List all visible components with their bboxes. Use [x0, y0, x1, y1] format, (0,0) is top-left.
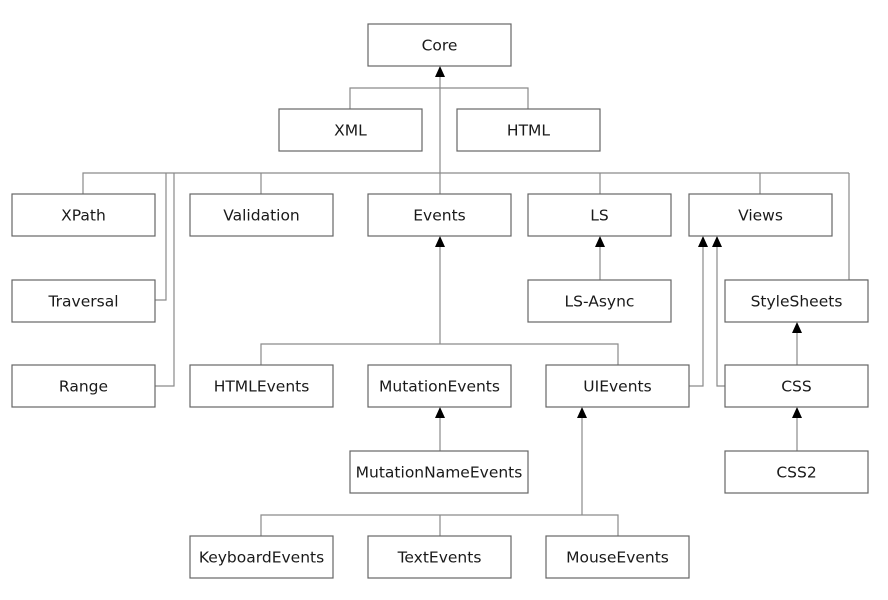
connector-lines: [82, 72, 868, 536]
module-xml: XML: [278, 108, 423, 152]
module-mouseevents: MouseEvents: [545, 535, 690, 579]
module-ls-async: LS-Async: [527, 279, 672, 323]
arrowhead: [792, 322, 802, 333]
arrowheads: [435, 66, 802, 418]
arrowhead: [435, 407, 445, 418]
module-views-label: Views: [738, 207, 783, 225]
module-xpath-label: XPath: [61, 207, 106, 225]
connector-line: [349, 87, 529, 109]
module-mutationevents-label: MutationEvents: [379, 378, 500, 396]
arrowhead: [792, 407, 802, 418]
connector-line: [82, 172, 849, 194]
arrowhead: [595, 236, 605, 247]
module-stylesheets: StyleSheets: [724, 279, 869, 323]
connector-line: [260, 343, 619, 365]
module-traversal-label: Traversal: [47, 293, 118, 311]
module-html: HTML: [456, 108, 601, 152]
connector-line: [848, 173, 868, 281]
module-range: Range: [11, 364, 156, 408]
arrowhead: [577, 407, 587, 418]
module-uievents-label: UIEvents: [583, 378, 651, 396]
module-textevents-label: TextEvents: [397, 549, 482, 567]
module-ls-async-label: LS-Async: [565, 293, 635, 311]
arrowhead: [435, 66, 445, 77]
module-uievents: UIEvents: [545, 364, 690, 408]
module-views: Views: [688, 193, 833, 237]
module-mutationnameevents-label: MutationNameEvents: [356, 464, 523, 482]
module-events-label: Events: [413, 207, 465, 225]
module-html-label: HTML: [507, 122, 550, 140]
module-css2-label: CSS2: [776, 464, 816, 482]
module-range-label: Range: [59, 378, 108, 396]
module-core-label: Core: [422, 37, 458, 55]
module-mouseevents-label: MouseEvents: [566, 549, 669, 567]
module-css2: CSS2: [724, 450, 869, 494]
module-css: CSS: [724, 364, 869, 408]
module-core: Core: [367, 23, 512, 67]
connector-line: [689, 242, 704, 387]
module-xpath: XPath: [11, 193, 156, 237]
module-keyboardevents-label: KeyboardEvents: [199, 549, 324, 567]
module-mutationnameevents: MutationNameEvents: [349, 450, 529, 494]
module-ls-label: LS: [590, 207, 608, 225]
module-mutationevents: MutationEvents: [367, 364, 512, 408]
module-ls: LS: [527, 193, 672, 237]
module-traversal: Traversal: [11, 279, 156, 323]
module-stylesheets-label: StyleSheets: [751, 293, 843, 311]
connector-line: [716, 242, 725, 387]
arrowhead: [435, 236, 445, 247]
connector-line: [155, 173, 175, 387]
connector-line: [155, 173, 167, 301]
module-htmlevents-label: HTMLEvents: [214, 378, 310, 396]
module-css-label: CSS: [781, 378, 812, 396]
arrowhead: [712, 236, 722, 247]
module-keyboardevents: KeyboardEvents: [189, 535, 334, 579]
module-textevents: TextEvents: [367, 535, 512, 579]
module-validation: Validation: [189, 193, 334, 237]
arrowhead: [698, 236, 708, 247]
module-validation-label: Validation: [223, 207, 300, 225]
module-events: Events: [367, 193, 512, 237]
module-htmlevents: HTMLEvents: [189, 364, 334, 408]
module-xml-label: XML: [334, 122, 367, 140]
